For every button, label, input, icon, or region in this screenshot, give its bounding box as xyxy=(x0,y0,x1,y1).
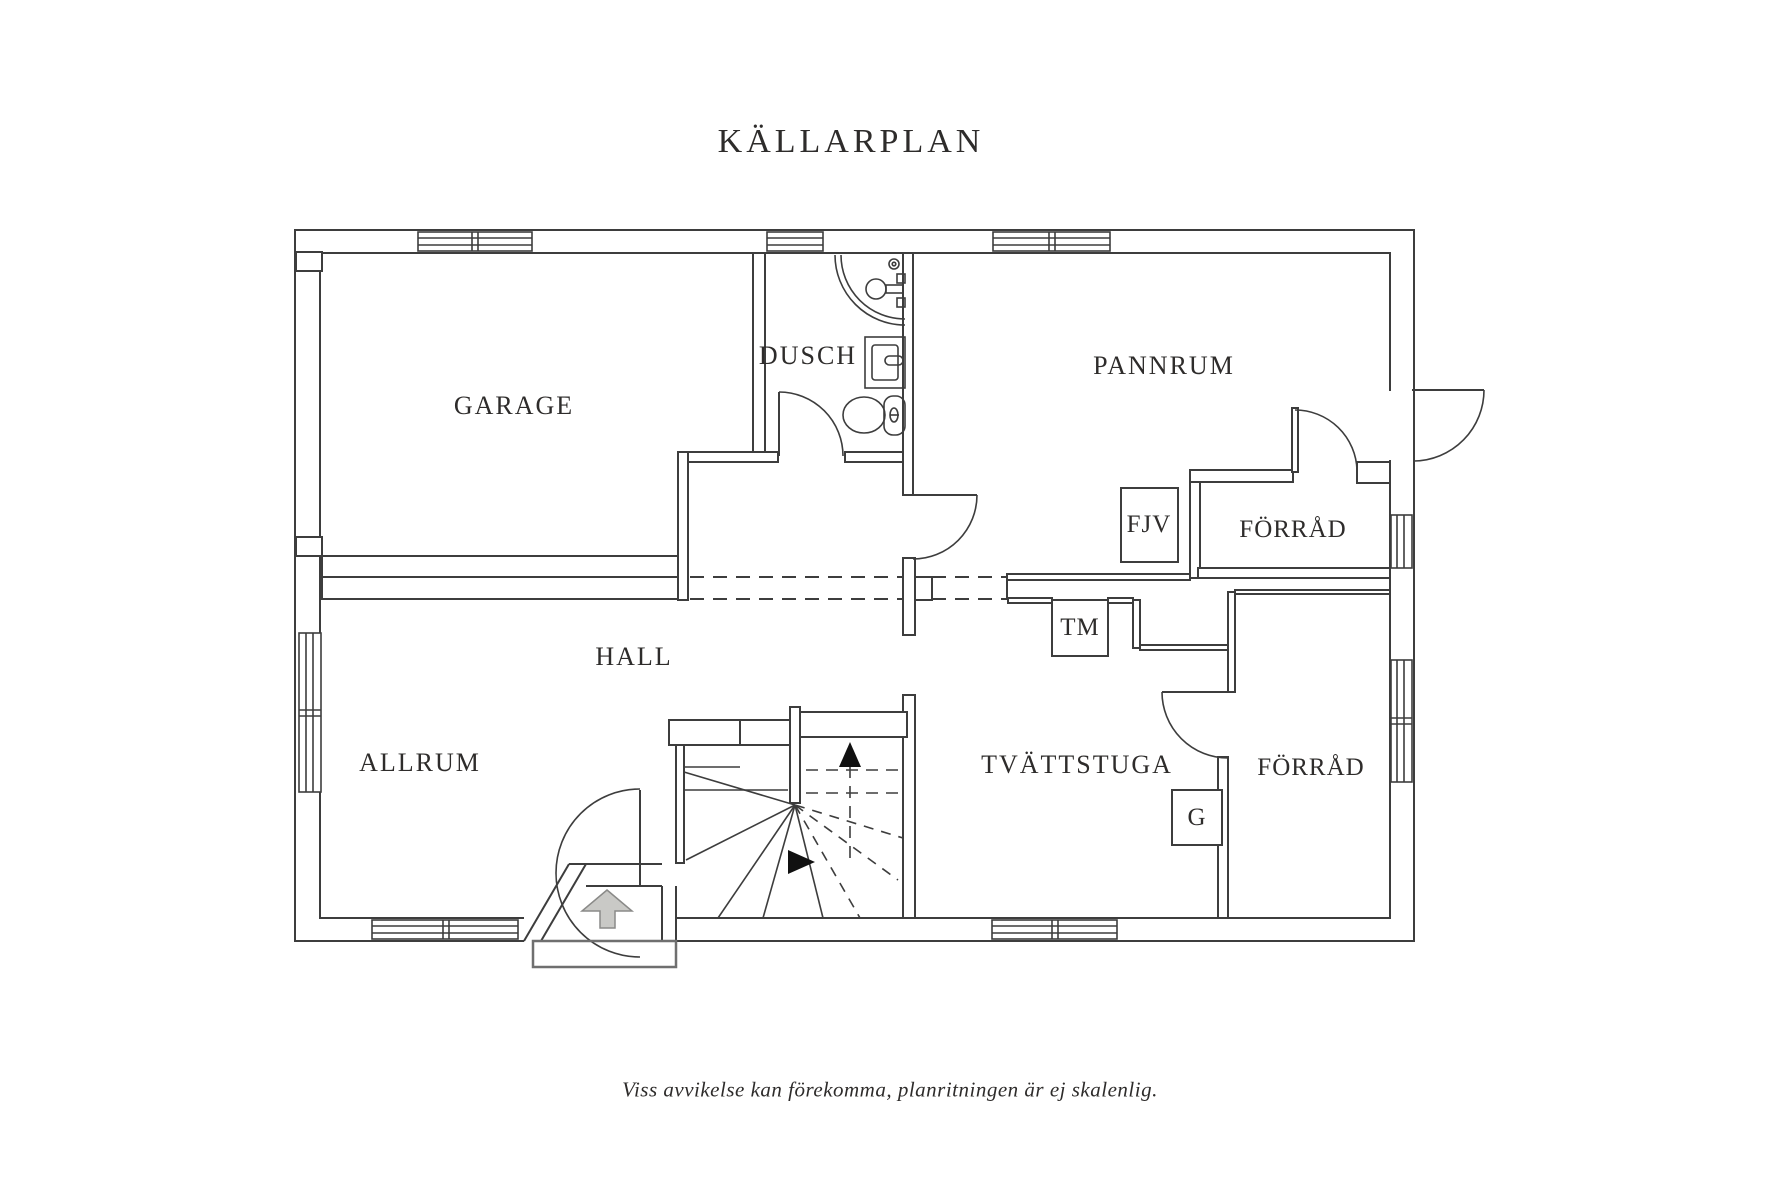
room-label-garage: GARAGE xyxy=(453,391,575,420)
equipment-label-fjv: FJV xyxy=(1126,511,1172,538)
window-allrum-bottom xyxy=(371,919,519,940)
window-allrum-left xyxy=(298,632,322,793)
window-tvattstuga-bottom xyxy=(991,919,1118,940)
toilet-icon xyxy=(842,395,906,436)
window-garage-top xyxy=(417,231,533,252)
windows xyxy=(298,231,1413,940)
dashed-wall-lines xyxy=(690,576,1007,600)
door-exterior-right xyxy=(1412,389,1485,462)
wall-corner-steps xyxy=(295,251,323,557)
interior-walls xyxy=(321,252,1391,919)
entrance-porch xyxy=(523,863,678,969)
entrance-arrow-icon xyxy=(579,889,635,929)
room-label-pannrum: PANNRUM xyxy=(1093,351,1235,380)
door-dusch xyxy=(778,391,844,457)
room-label-dusch: DUSCH xyxy=(758,341,858,370)
equipment-boxes xyxy=(1051,487,1223,846)
room-label-forrad-lower: FÖRRÅD xyxy=(1257,754,1365,781)
equipment-label-tm: TM xyxy=(1060,614,1100,641)
fjv-box xyxy=(1120,487,1179,563)
g-box xyxy=(1171,789,1223,846)
arrow-right-icon xyxy=(788,850,815,874)
exterior-walls xyxy=(294,229,1415,942)
sink-icon xyxy=(864,336,906,389)
arrow-up-icon xyxy=(839,742,861,767)
page-title: KÄLLARPLAN xyxy=(717,123,985,160)
window-forrad-lower-right xyxy=(1390,659,1413,783)
door-hall-pannrum xyxy=(912,494,978,560)
tm-box xyxy=(1051,599,1109,657)
room-label-forrad-upper: FÖRRÅD xyxy=(1239,516,1347,543)
doors xyxy=(555,389,1485,958)
room-label-hall: HALL xyxy=(595,642,673,671)
bathroom-fixtures xyxy=(834,254,906,436)
door-forrad-lower xyxy=(1161,691,1229,759)
stair-direction-arrows xyxy=(788,742,861,874)
room-label-tvattstuga: TVÄTTSTUGA xyxy=(981,750,1173,779)
window-dusch-top xyxy=(766,231,824,252)
window-pannrum-top xyxy=(992,231,1111,252)
equipment-label-g: G xyxy=(1187,804,1207,831)
staircase xyxy=(668,706,908,919)
shower-icon xyxy=(834,254,906,326)
room-label-allrum: ALLRUM xyxy=(359,748,481,777)
door-forrad-upper xyxy=(1291,407,1358,473)
disclaimer-text: Viss avvikelse kan förekomma, planritnin… xyxy=(622,1077,1158,1102)
door-entrance xyxy=(555,788,641,958)
window-forrad-upper-right xyxy=(1390,514,1413,569)
